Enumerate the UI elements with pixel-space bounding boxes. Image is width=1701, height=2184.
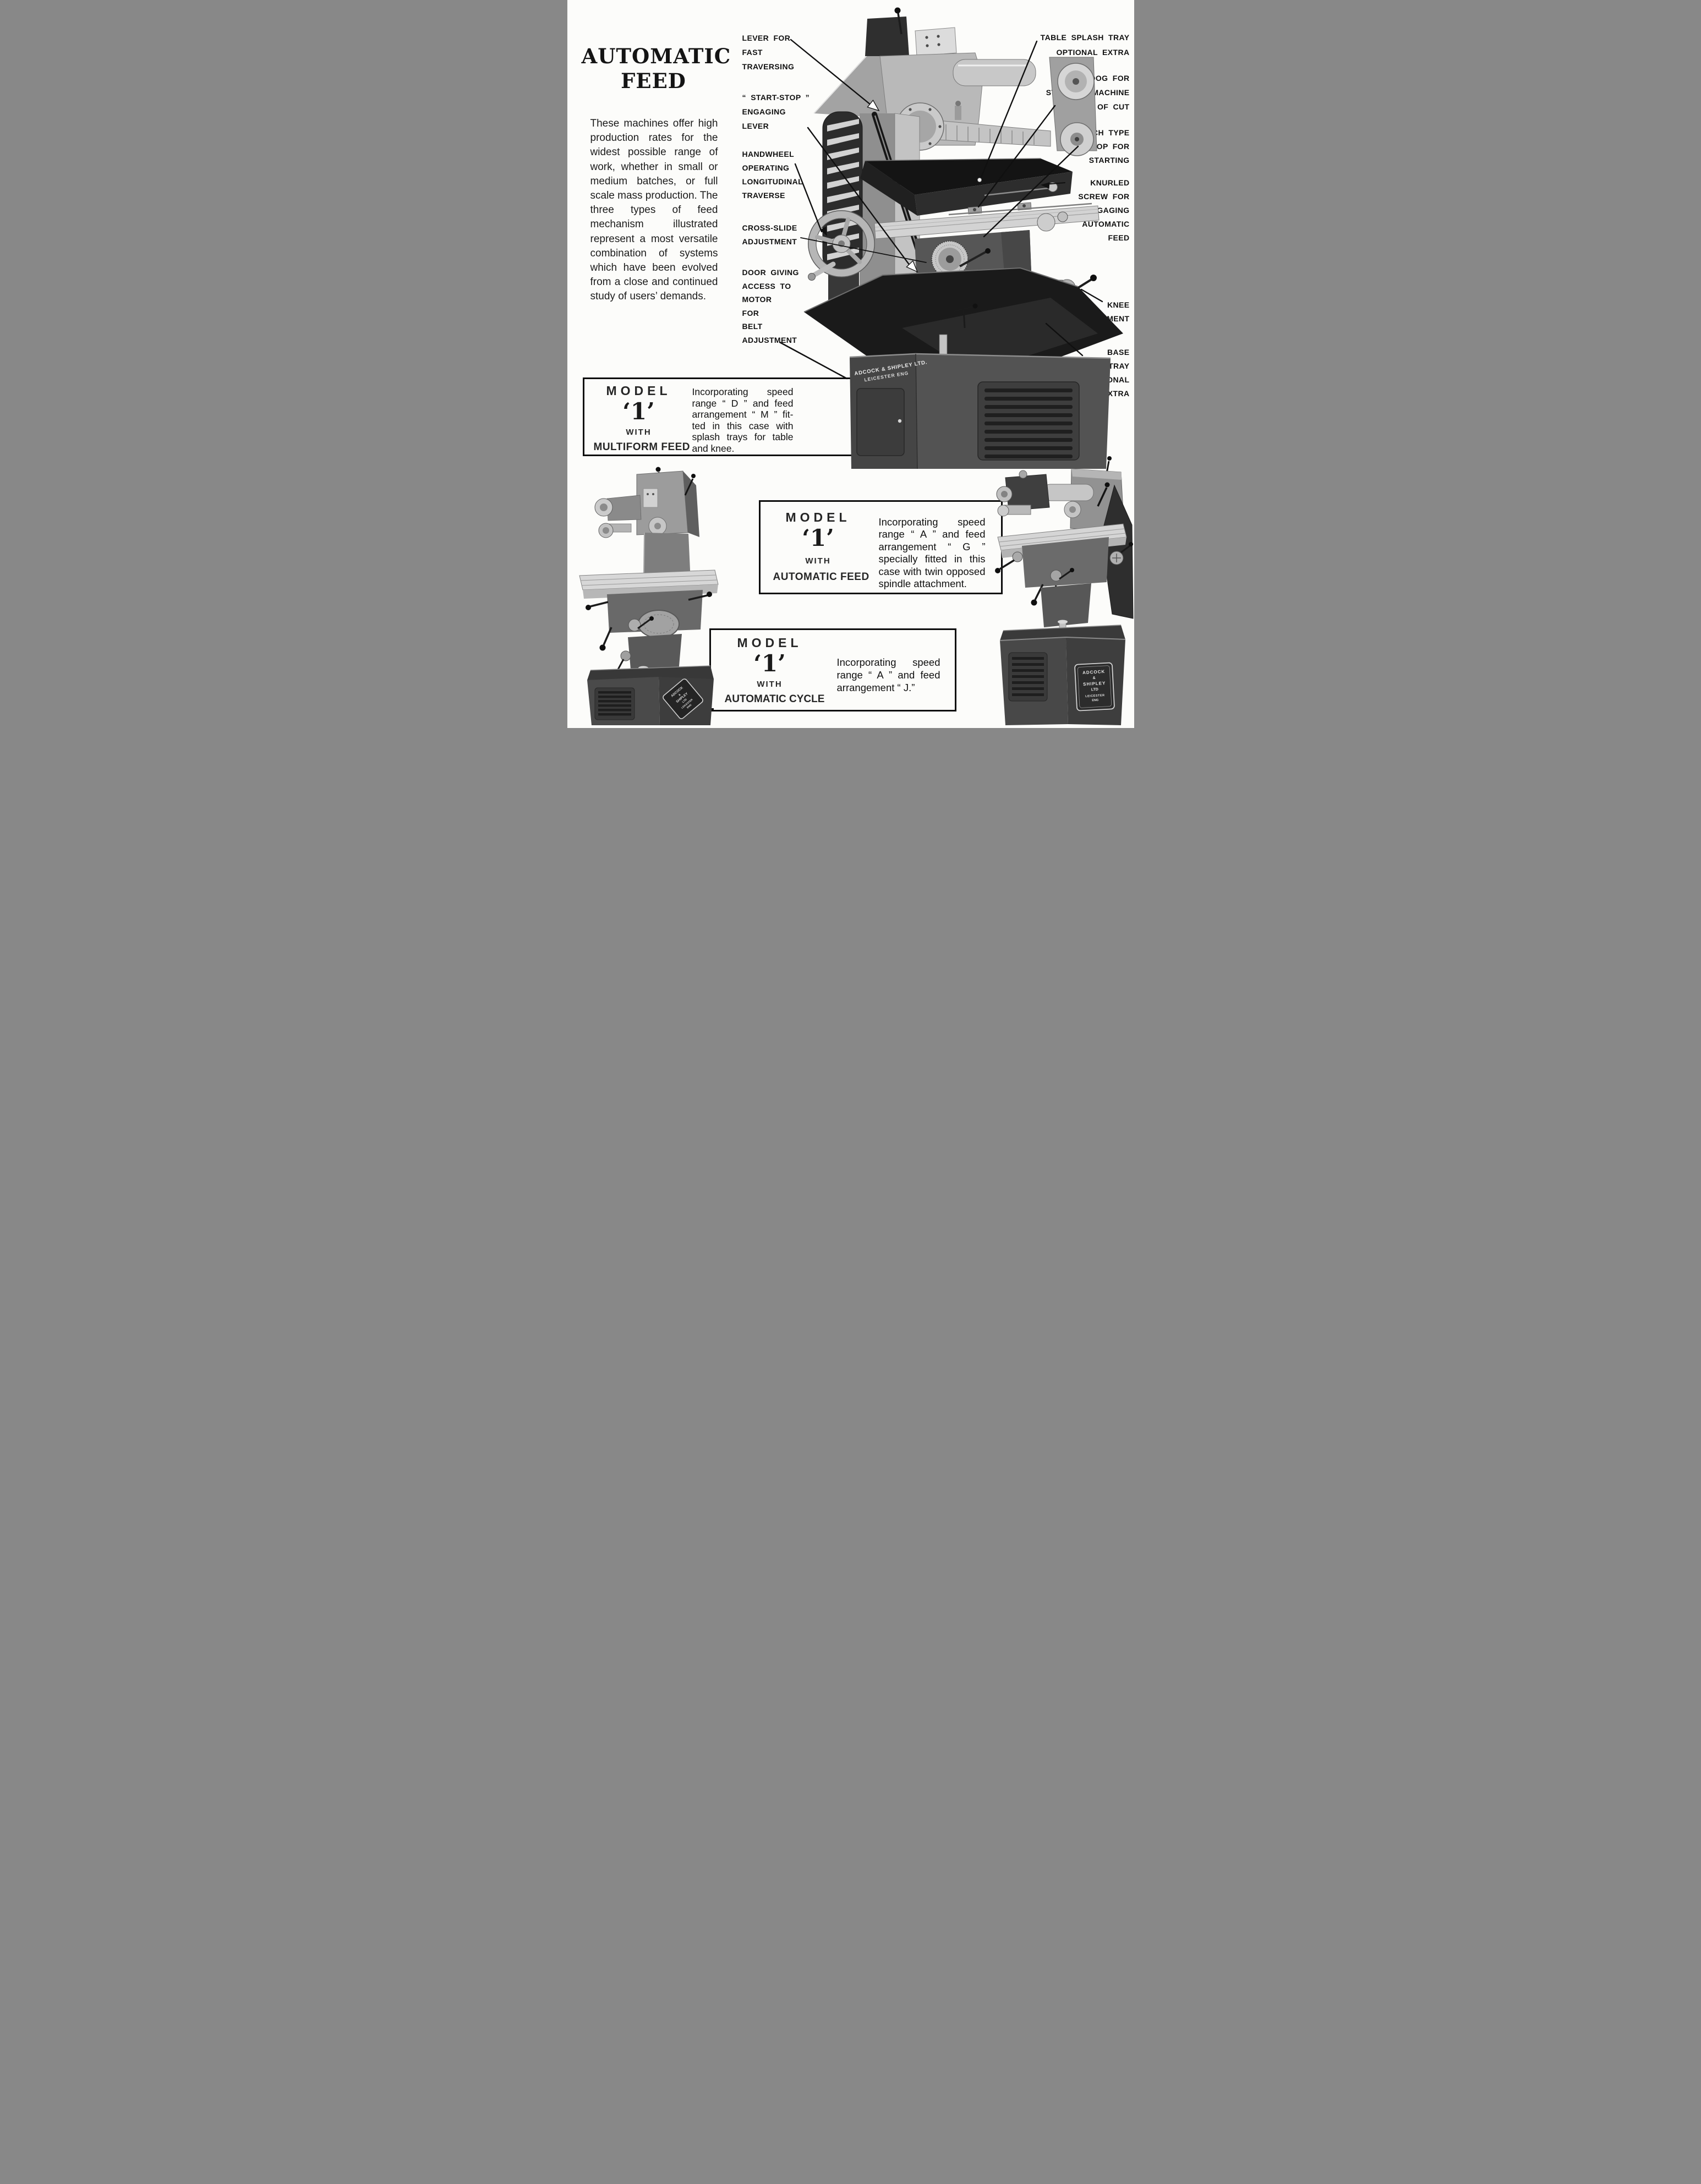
desc-line: range “ A ” and feed bbox=[836, 669, 940, 681]
base-cabinet: ADCOCK & SHIPLEY LTD. LEICESTER ENG bbox=[849, 353, 1111, 469]
plate-line: LTD bbox=[681, 698, 687, 704]
callout-line: TRAVERSING bbox=[742, 62, 795, 71]
desc-line: ted in this case with bbox=[692, 420, 794, 431]
model-with: WITH bbox=[757, 680, 783, 689]
model-with: WITH bbox=[626, 428, 652, 437]
callout-line: FAST bbox=[742, 48, 763, 57]
desc-line: spindle attachment. bbox=[878, 578, 967, 590]
callout-line: HANDWHEEL bbox=[742, 150, 795, 158]
plate-line: & bbox=[1092, 676, 1095, 680]
callout-line: STARTING bbox=[1089, 156, 1130, 165]
model-box-automatic-cycle bbox=[709, 628, 956, 711]
callout-line: DOG FOR bbox=[1090, 74, 1130, 83]
callout-line: SCREW FOR bbox=[1078, 192, 1130, 201]
callout-line: TABLE SPLASH TRAY bbox=[1040, 33, 1130, 42]
callout-line: ADJUSTMENT bbox=[742, 237, 797, 246]
intro-paragraph: These machines offer high production rat… bbox=[590, 118, 718, 303]
callout-line: MOTOR bbox=[742, 295, 772, 304]
callout-handwheel: HANDWHEEL OPERATING LONGITUDINAL TRAVERS… bbox=[742, 147, 803, 202]
model-feed-type: AUTOMATIC CYCLE bbox=[724, 693, 825, 705]
page-title-line2: FEED bbox=[621, 69, 686, 93]
model-with: WITH bbox=[805, 556, 831, 566]
model-box-automatic-feed bbox=[758, 500, 1003, 594]
catalogue-page: AUTOMATIC FEED These machines offer high… bbox=[567, 0, 1134, 728]
callout-line: STOP FOR bbox=[1086, 142, 1130, 151]
desc-line: Incorporating speed bbox=[878, 516, 986, 528]
callout-line: KNEE bbox=[1107, 300, 1130, 309]
callout-line: TRAVERSE bbox=[742, 191, 785, 200]
motor-access-door bbox=[856, 388, 905, 456]
callout-line: AUTOMATIC bbox=[1082, 220, 1130, 228]
model-box-2-heading: MODEL ‘1’ WITH AUTOMATIC FEED bbox=[773, 510, 869, 583]
model-box-1-heading: MODEL ‘1’ WITH MULTIFORM FEED bbox=[593, 384, 691, 453]
model-feed-type: MULTIFORM FEED bbox=[593, 441, 691, 453]
plate-line: ADCOCK bbox=[1082, 669, 1105, 675]
base: ADCOCK & SHIPLEY LTD LEICESTER ENG bbox=[587, 665, 714, 725]
desc-line: range “ D ” and feed bbox=[692, 397, 794, 409]
desc-line: arrangement “ M ” fit- bbox=[692, 409, 794, 420]
plate-line: SHIPLEY bbox=[1082, 681, 1106, 687]
saddle-and-knee bbox=[994, 537, 1133, 647]
callout-line: LONGITUDINAL bbox=[742, 177, 803, 186]
machine-photo-automatic-cycle: ADCOCK & SHIPLEY LTD LEICESTER ENG bbox=[578, 467, 719, 725]
callout-door-belt-adjustment: DOOR GIVING ACCESS TO MOTOR FOR BELT ADJ… bbox=[742, 266, 799, 347]
desc-line: range “ A ” and feed bbox=[878, 528, 986, 540]
callout-line: LEVER bbox=[742, 122, 769, 130]
callout-line: OPERATING bbox=[742, 163, 790, 172]
rect-nameplate: ADCOCK & SHIPLEY LTD LEICESTER ENG bbox=[1074, 662, 1115, 711]
callout-line: ENGAGING bbox=[742, 107, 786, 116]
callout-line: FEED bbox=[1108, 233, 1130, 242]
model-number: ‘1’ bbox=[622, 398, 655, 425]
desc-line: specially fitted in this bbox=[878, 553, 986, 565]
machine-photo-automatic-feed: ADCOCK & SHIPLEY LTD LEICESTER ENG bbox=[994, 456, 1134, 725]
callout-line: LEVER FOR bbox=[742, 34, 791, 42]
callout-line: CROSS-SLIDE bbox=[742, 223, 797, 232]
model-box-1-description: Incorporating speed range “ D ” and feed… bbox=[692, 386, 794, 455]
callout-line: BELT bbox=[742, 322, 763, 331]
callout-line: DOOR GIVING bbox=[742, 268, 799, 277]
speed-lever-knob bbox=[894, 7, 900, 14]
callout-table-splash-tray: TABLE SPLASH TRAY OPTIONAL EXTRA bbox=[1041, 30, 1130, 60]
diamond-nameplate: ADCOCK & SHIPLEY LTD LEICESTER ENG bbox=[662, 678, 703, 719]
callout-line: ADJUSTMENT bbox=[742, 335, 797, 344]
model-label: MODEL bbox=[606, 384, 671, 398]
model-box-3-heading: MODEL ‘1’ WITH AUTOMATIC CYCLE bbox=[724, 636, 825, 705]
callout-cross-slide: CROSS-SLIDE ADJUSTMENT bbox=[742, 221, 797, 249]
model-number: ‘1’ bbox=[802, 524, 834, 551]
callout-line: KNURLED bbox=[1090, 178, 1130, 187]
callout-lever-fast-traversing: LEVER FOR FAST TRAVERSING bbox=[742, 31, 795, 74]
callout-line: OPTIONAL EXTRA bbox=[1056, 48, 1130, 57]
page-title-line1: AUTOMATIC bbox=[581, 44, 731, 68]
base: ADCOCK & SHIPLEY LTD LEICESTER ENG bbox=[999, 625, 1125, 725]
plate-line: & bbox=[677, 693, 681, 697]
callout-line: ACCESS TO bbox=[742, 281, 791, 291]
plate-line: LTD bbox=[1091, 688, 1098, 692]
door-handle bbox=[898, 419, 901, 423]
model-feed-type: AUTOMATIC FEED bbox=[773, 571, 869, 583]
head bbox=[594, 467, 699, 538]
callout-line: EXTRA bbox=[1102, 389, 1130, 398]
model-label: MODEL bbox=[737, 636, 802, 650]
model-box-2-description: Incorporating speed range “ A ” and feed… bbox=[879, 516, 986, 590]
page-title: AUTOMATIC FEED bbox=[581, 44, 731, 94]
desc-line: case with twin opposed bbox=[878, 565, 986, 577]
callout-line: BASE bbox=[1107, 348, 1130, 357]
desc-line: arrangement “ G ” bbox=[878, 540, 986, 552]
callout-line: FOR bbox=[742, 308, 759, 318]
plate-line: LEICESTER bbox=[1085, 694, 1105, 698]
desc-line: splash trays for table bbox=[692, 431, 794, 443]
desc-line: arrangement “ J.” bbox=[836, 682, 915, 693]
plate-line: ENG bbox=[686, 703, 692, 709]
plate-line: ENG bbox=[1092, 699, 1098, 703]
model-label: MODEL bbox=[785, 510, 851, 524]
model-box-3-description: Incorporating speed range “ A ” and feed… bbox=[837, 656, 940, 694]
desc-line: Incorporating speed bbox=[836, 656, 940, 668]
main-machine-photo: ADCOCK & SHIPLEY LTD. LEICESTER ENG bbox=[803, 7, 1123, 469]
desc-line: Incorporating speed bbox=[692, 386, 794, 397]
desc-line: and knee. bbox=[692, 442, 735, 454]
model-number: ‘1’ bbox=[753, 650, 786, 677]
